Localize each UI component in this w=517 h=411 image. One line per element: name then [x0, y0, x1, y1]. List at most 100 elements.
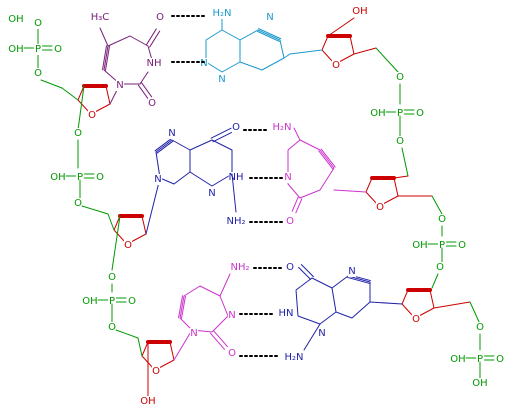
label-background: [73, 198, 83, 209]
sugar-right-2-ring-o: O: [376, 202, 384, 213]
label-background: [50, 172, 66, 183]
bond: [469, 301, 481, 325]
label-background: [8, 44, 24, 55]
label-background: [127, 296, 137, 307]
label-background: [189, 328, 199, 339]
bond: [431, 273, 439, 289]
label-background: [347, 266, 357, 277]
label-background: [495, 354, 505, 365]
guanine-carbonyl: [210, 127, 232, 139]
bond: [137, 337, 143, 357]
guanine-bottom-o6: O: [286, 262, 294, 273]
phosphate-right-2-o: O: [458, 240, 466, 251]
sugar-right-3-ring-bond: [429, 289, 435, 309]
bond: [77, 85, 85, 131]
label-background: [33, 44, 43, 55]
guanine-bottom-n3: N: [318, 328, 325, 339]
sugar-right-3-ring-o: O: [412, 314, 420, 325]
bond: [40, 79, 63, 89]
adenine-n7: N: [266, 12, 273, 23]
guanine-bottom-n1h: HN: [279, 308, 294, 319]
sugar-right-2-ring-bond: [393, 177, 399, 197]
label-background: [225, 216, 247, 227]
label-background: [95, 172, 105, 183]
glycosidic-bond: [173, 329, 193, 361]
guanine-bottom-nh2: H₂N: [284, 352, 303, 363]
label-background: [283, 172, 293, 183]
label-background: [229, 262, 251, 273]
label-background: [317, 328, 327, 339]
cytosine-bottom-n3: N: [228, 310, 235, 321]
label-background: [217, 74, 227, 85]
bond: [433, 301, 471, 309]
label-background: [82, 296, 98, 307]
guanine-n3: N: [208, 188, 215, 199]
label-background: [53, 44, 63, 55]
label-background: [285, 216, 295, 227]
cytosine-bottom-nh2: NH₂: [230, 262, 249, 273]
label-background: [435, 262, 445, 273]
label-background: [475, 354, 485, 365]
guanine-double-bond: [156, 140, 174, 154]
label-background: [107, 272, 117, 283]
sugar-left-1-ring-bond: [94, 103, 111, 113]
label-background: [107, 322, 117, 333]
sugar-left-1-ring-bond: [77, 85, 85, 101]
label-background: [211, 8, 233, 19]
guanine-bottom-carbonyl: [300, 264, 314, 278]
phosphate-left-3-p: P: [109, 296, 115, 307]
phosphate-top-oh: OH: [8, 14, 23, 25]
bond: [81, 205, 109, 215]
label-background: [207, 188, 217, 199]
label-background: [331, 60, 341, 71]
sugar-right-1-ring-bond: [321, 49, 334, 63]
thymine-o-bottom: O: [148, 98, 156, 109]
sugar-right-1-ring-o: O: [332, 60, 340, 71]
phosphate-right-1-p: P: [397, 108, 403, 119]
label-background: [33, 68, 43, 79]
guanine-carbonyl: [212, 131, 234, 143]
phosphate-right-1-o: O: [416, 108, 424, 119]
sugar-right-2-ring-bond: [365, 191, 378, 205]
glycosidic-bond: [289, 49, 323, 55]
sugar-right-3-ring-bond: [401, 289, 409, 305]
label-background: [437, 240, 447, 251]
phosphate-right-3-oh-bottom: OH: [472, 378, 487, 389]
thymine-methyl-bond: [99, 27, 109, 47]
thymine-methyl-ch3: H₃C: [91, 12, 110, 23]
bond: [111, 215, 121, 271]
phosphate-right-1-o-top: O: [396, 72, 404, 83]
phosphate-left-3-o-top: O: [108, 272, 116, 283]
cytosine-o2: O: [286, 216, 294, 227]
thymine-ring: [103, 35, 149, 85]
cytosine-bottom-carbonyl: [213, 330, 229, 348]
phosphate-right-3-o: O: [496, 354, 504, 365]
label-background: [475, 322, 485, 333]
thymine-nh: NH: [147, 58, 162, 69]
phosphate-right-2-oh: OH: [412, 240, 427, 251]
cytosine-bottom-o2: O: [228, 348, 236, 359]
sugar-left-2-ring-bond: [130, 233, 147, 243]
label-background: [228, 172, 244, 183]
label-background: [167, 128, 177, 139]
thymine-carbonyl: [145, 28, 157, 46]
label-background: [411, 314, 421, 325]
phosphate-left-2-p: P: [77, 172, 83, 183]
phosphate-top-left-oh: OH: [8, 44, 23, 55]
cytosine-bottom-n1: N: [190, 328, 197, 339]
label-background: [283, 352, 305, 363]
sugar-right-3-ring-bond: [418, 307, 435, 317]
guanine-n7: N: [168, 128, 175, 139]
guanine-o6: O: [232, 122, 240, 133]
guanine-n9: N: [154, 174, 161, 185]
label-background: [437, 214, 447, 225]
cytosine-double-bond: [320, 148, 336, 168]
label-background: [107, 296, 117, 307]
sugar-right-3-ring-bond: [401, 303, 414, 317]
bond: [115, 329, 139, 339]
phosphate-top-o-up: O: [34, 18, 42, 29]
glycosidic-bond: [145, 177, 161, 235]
cytosine-bottom-carbonyl: [209, 332, 225, 350]
